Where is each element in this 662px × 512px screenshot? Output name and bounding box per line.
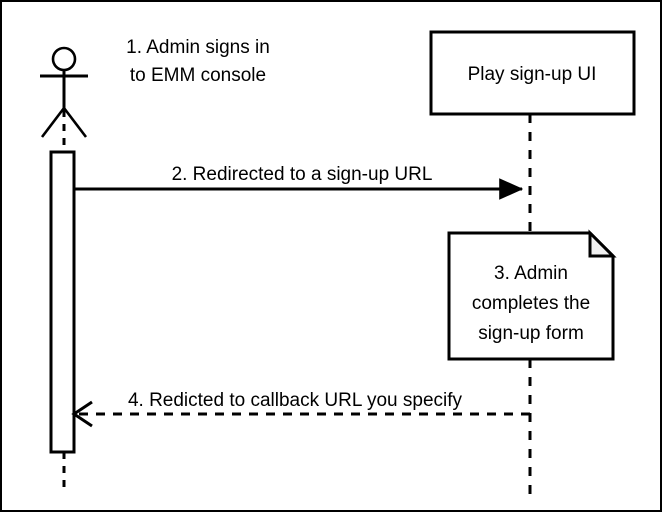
actor-leg-right-icon	[62, 107, 88, 138]
note-fold-corner-icon	[588, 229, 617, 258]
message-label-step-4: 4. Redicted to callback URL you specify	[128, 390, 463, 411]
annotation-step-1-line-1: 1. Admin signs in	[126, 37, 270, 58]
note-line-2: completes the	[472, 293, 590, 314]
note-line-3: sign-up form	[478, 323, 584, 344]
message-arrowhead-step-4-icon	[71, 400, 93, 428]
annotation-step-1-line-2: to EMM console	[130, 65, 266, 86]
message-label-step-2: 2. Redirected to a sign-up URL	[172, 164, 433, 185]
participant-label-play-signup-ui: Play sign-up UI	[468, 64, 597, 85]
note-line-1: 3. Admin	[494, 263, 568, 284]
participant-box-play-signup-ui[interactable]	[429, 30, 636, 116]
note-body-shape	[447, 231, 615, 361]
actor-leg-left-icon	[40, 107, 66, 138]
actor-admin[interactable]	[40, 46, 88, 138]
actor-head-icon	[51, 46, 77, 72]
activation-bar-admin	[49, 150, 76, 454]
note-step-3[interactable]: 3. Admin completes the sign-up form	[447, 229, 617, 361]
